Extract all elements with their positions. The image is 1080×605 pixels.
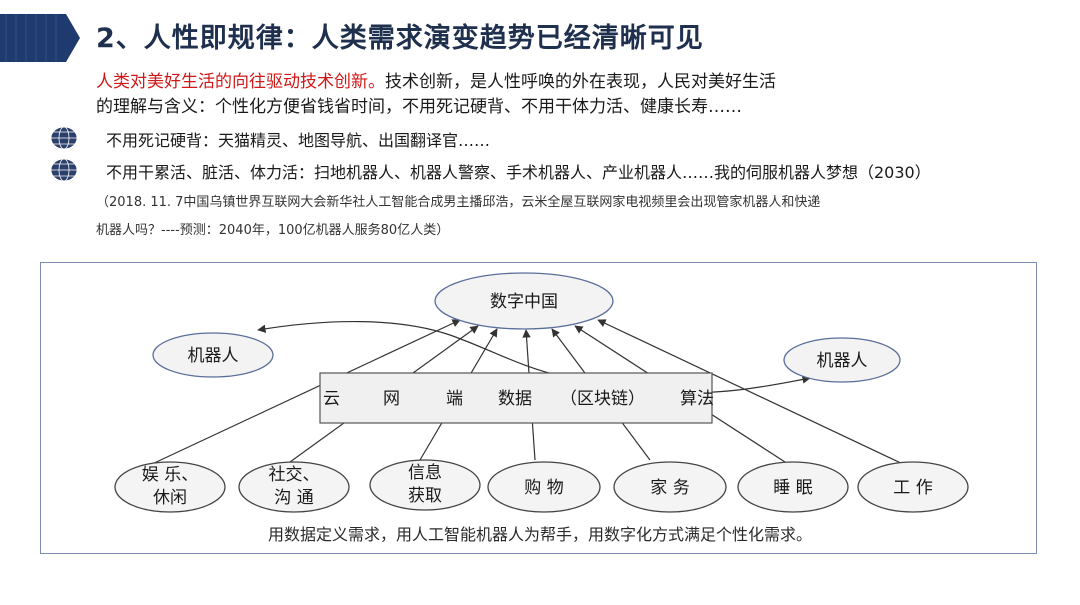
tech-bar-item: 数据: [498, 389, 532, 409]
tech-bar: [319, 372, 713, 424]
node-label: 购 物: [524, 478, 563, 498]
connector-lines: [149, 319, 906, 466]
node-shopping: [487, 461, 601, 513]
node-digital-china-label: 数字中国: [490, 292, 558, 312]
tech-bar-item: 云: [323, 389, 340, 409]
bullet-text: 不用死记硬背：天猫精灵、地图导航、出国翻译官……: [106, 131, 491, 150]
node-label: 娱 乐、: [142, 465, 198, 485]
node-robot-left: [152, 332, 274, 378]
bullet-item: 不用干累活、脏活、体力活：扫地机器人、机器人警察、手术机器人、产业机器人……我的…: [50, 156, 1070, 184]
node-housework: [613, 461, 727, 513]
node-label: 沟 通: [274, 488, 313, 508]
node-label: 信息: [408, 463, 442, 483]
note-line-1: （2018. 11. 7中国乌镇世界互联网大会新华社人工智能合成男主播邱浩，云米…: [96, 195, 821, 210]
node-robot-right-label: 机器人: [817, 351, 868, 371]
tech-bar-item: （区块链）: [560, 389, 645, 409]
node-information: [369, 459, 481, 511]
node-label: 家 务: [650, 478, 689, 498]
tech-bar-item: 网: [383, 389, 400, 409]
connector-line: [149, 319, 461, 466]
diagram-panel: [40, 262, 1037, 554]
page-title: 2、人性即规律：人类需求演变趋势已经清晰可见: [96, 23, 704, 54]
curve-to-left-robot: [257, 320, 451, 336]
bottom-nodes: 娱 乐、 休闲 社交、 沟 通 信息 获取 购 物 家 务 睡 眠 工 作: [114, 459, 969, 513]
node-label: 社交、: [269, 465, 320, 485]
tech-bar-item: 算法: [680, 389, 714, 409]
note-line-2: 机器人吗？----预测：2040年，100亿机器人服务80亿人类）: [96, 223, 450, 238]
globe-icon: [50, 158, 78, 182]
bullet-item: 不用死记硬背：天猫精灵、地图导航、出国翻译官……: [50, 124, 1070, 152]
globe-icon: [50, 126, 78, 150]
node-label: 休闲: [153, 488, 187, 508]
node-social: [238, 461, 350, 513]
node-sleep: [737, 461, 849, 513]
intro-highlight: 人类对美好生活的向往驱动技术创新。: [96, 72, 385, 92]
node-label: 工 作: [893, 478, 932, 498]
diagram-caption: 用数据定义需求，用人工智能机器人为帮手，用数字化方式满足个性化需求。: [268, 525, 812, 544]
node-digital-china: [434, 272, 614, 330]
header-banner: [0, 14, 80, 62]
connector-line: [597, 319, 906, 466]
intro-rest: 技术创新，是人性呼唤的外在表现，人民对美好生活: [385, 72, 776, 92]
node-leisure: [114, 461, 226, 513]
node-work: [857, 461, 969, 513]
node-robot-left-label: 机器人: [188, 346, 239, 366]
tech-bar-item: 端: [446, 389, 463, 409]
node-robot-right: [783, 337, 901, 383]
node-label: 睡 眠: [773, 478, 812, 498]
bullet-text: 不用干累活、脏活、体力活：扫地机器人、机器人警察、手术机器人、产业机器人……我的…: [106, 163, 931, 182]
intro-line-1: 人类对美好生活的向往驱动技术创新。技术创新，是人性呼唤的外在表现，人民对美好生活: [96, 70, 996, 94]
node-label: 获取: [408, 486, 442, 506]
intro-line-2: 的理解与含义：个性化方便省钱省时间，不用死记硬背、不用干体力活、健康长寿……: [96, 97, 742, 117]
